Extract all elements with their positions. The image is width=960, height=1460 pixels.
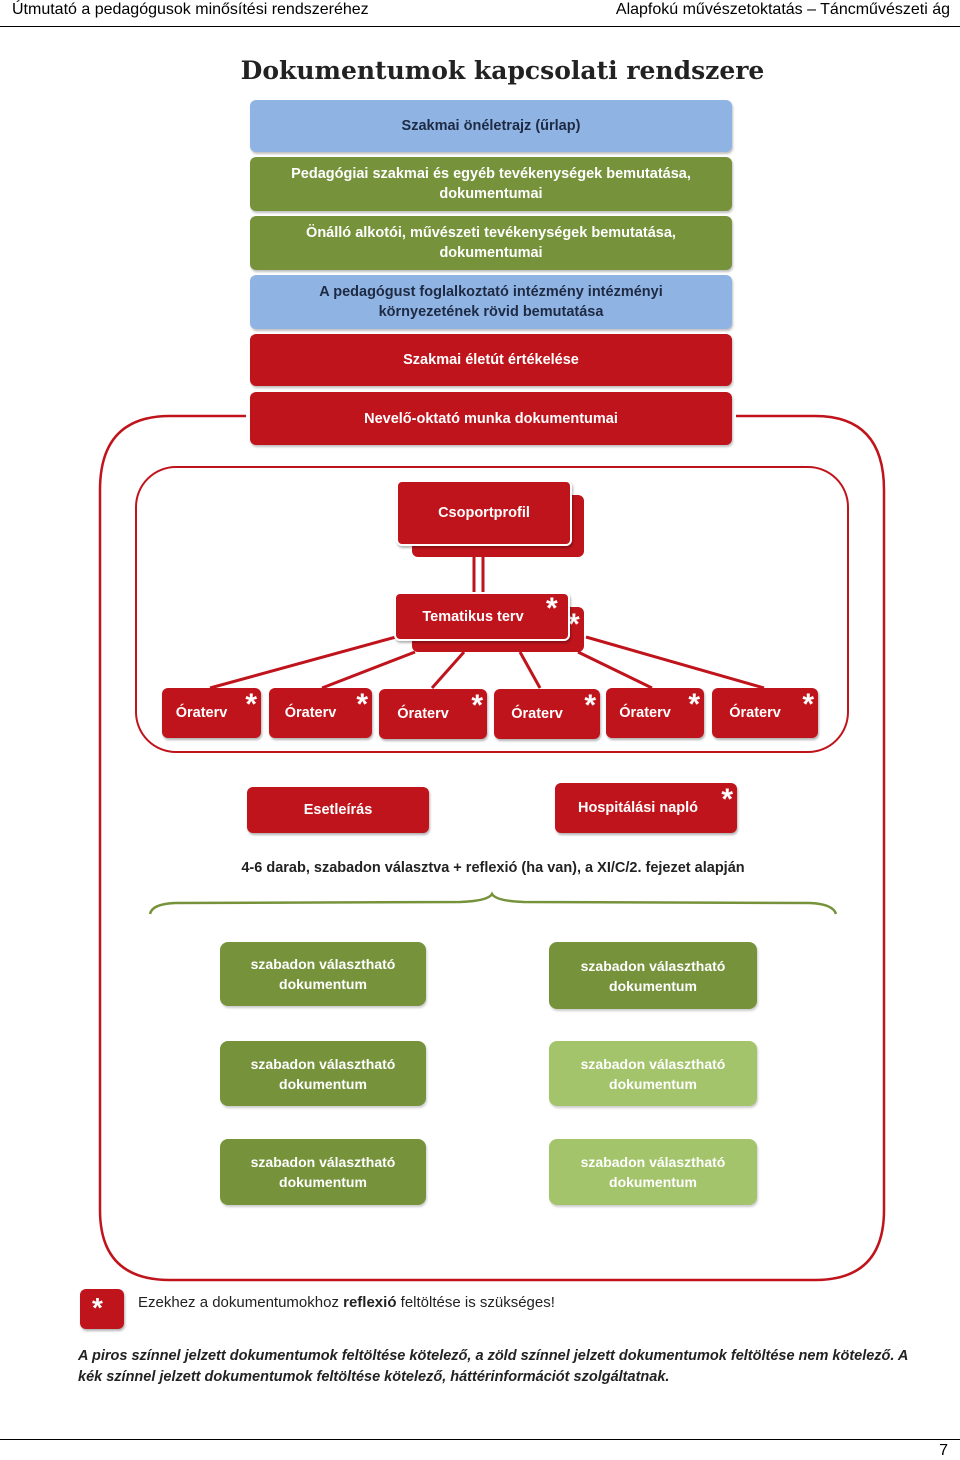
lesson-plan-box: Óraterv * xyxy=(494,689,600,739)
header-left: Útmutató a pedagógusok minősítési rendsz… xyxy=(12,1,369,18)
bar-label-line1: A pedagógust foglalkoztató intézmény int… xyxy=(319,284,663,300)
case-description-label: Esetleírás xyxy=(303,802,373,818)
optional-doc-box: szabadon választható dokumentum xyxy=(220,1041,426,1106)
inner-frame xyxy=(135,466,849,753)
green-brace xyxy=(148,891,838,915)
connector-line xyxy=(585,635,765,690)
connector-line xyxy=(321,650,416,690)
color-note: A piros színnel jelzett dokumentumok fel… xyxy=(78,1346,928,1388)
diagram-title: Dokumentumok kapcsolati rendszere xyxy=(240,56,765,85)
lesson-plan-box: Óraterv * xyxy=(162,688,261,738)
optional-doc-line1: szabadon választható xyxy=(580,957,726,974)
optional-doc-line2: dokumentum xyxy=(609,1174,697,1190)
bar-label-line1: Önálló alkotói, művészeti tevékenységek … xyxy=(306,225,676,241)
optional-doc-box: szabadon választható dokumentum xyxy=(549,1041,757,1106)
reflection-star: * xyxy=(802,688,814,721)
optional-doc-line1: szabadon választható xyxy=(250,1154,396,1170)
reflection-star: * xyxy=(546,592,558,625)
optional-doc-line2: dokumentum xyxy=(279,1075,367,1092)
thematic-plan-label: Tematikus terv xyxy=(422,608,524,625)
optional-doc-line1: szabadon választható xyxy=(250,956,396,972)
legend-star-box: * xyxy=(80,1289,124,1329)
bar-teaching-documents: Nevelő-oktató munka dokumentumai xyxy=(250,392,732,445)
header-right: Alapfokú művészetoktatás – Táncművészeti… xyxy=(615,1,950,18)
outer-frame xyxy=(98,414,886,1282)
lesson-plan-label: Óraterv xyxy=(175,705,228,721)
bar-cv: Szakmai önéletrajz (űrlap) xyxy=(250,100,732,152)
reflection-star: * xyxy=(471,689,483,722)
footer-rule xyxy=(0,1439,960,1440)
bar-label-line2: környezetének rövid bemutatása xyxy=(378,304,604,320)
optional-doc-line2: dokumentum xyxy=(609,977,697,994)
bar-label-line2: dokumentumai xyxy=(439,245,543,261)
observation-log-box: Hospitálási napló * xyxy=(555,783,737,833)
reflection-star: * xyxy=(584,689,596,722)
reflection-star: * xyxy=(721,783,733,816)
bar-label: Nevelő-oktató munka dokumentumai xyxy=(364,410,618,427)
optional-docs-caption: 4-6 darab, szabadon választva + reflexió… xyxy=(241,860,745,876)
lesson-plan-label: Óraterv xyxy=(397,706,449,722)
group-profile-box: Csoportprofil xyxy=(396,480,572,546)
legend-text-bold: reflexió xyxy=(343,1294,397,1311)
optional-doc-box: szabadon választható dokumentum xyxy=(220,1139,426,1205)
case-description-box: Esetleírás xyxy=(247,787,429,833)
reflection-star: * xyxy=(92,1292,103,1323)
lesson-plan-box: Óraterv * xyxy=(269,688,372,738)
optional-doc-line1: szabadon választható xyxy=(580,1154,726,1170)
optional-doc-box: szabadon választható dokumentum xyxy=(549,942,757,1009)
lesson-plan-box: Óraterv * xyxy=(712,688,818,738)
group-profile-label: Csoportprofil xyxy=(438,505,530,521)
lesson-plan-label: Óraterv xyxy=(619,705,671,721)
bar-label-line2: dokumentumai xyxy=(439,186,543,202)
page-header: Útmutató a pedagógusok minősítési rendsz… xyxy=(0,0,960,27)
optional-doc-line2: dokumentum xyxy=(279,1174,367,1190)
lesson-plan-box: Óraterv * xyxy=(606,688,704,738)
connector-line xyxy=(577,650,653,690)
reflection-star: * xyxy=(568,608,580,641)
bar-creative-activities: Önálló alkotói, művészeti tevékenységek … xyxy=(250,216,732,270)
connector-line xyxy=(430,651,466,689)
bar-label: Szakmai életút értékelése xyxy=(403,352,579,368)
legend-text-after: feltöltése is szükséges! xyxy=(396,1294,555,1311)
bar-label-line1: Pedagógiai szakmai és egyéb tevékenysége… xyxy=(291,166,691,182)
reflection-star: * xyxy=(245,688,257,721)
optional-doc-line1: szabadon választható xyxy=(580,1055,726,1072)
bar-cv-label: Szakmai önéletrajz (űrlap) xyxy=(401,118,581,134)
reflection-star: * xyxy=(356,688,368,721)
optional-doc-box: szabadon választható dokumentum xyxy=(220,942,426,1006)
lesson-plan-label: Óraterv xyxy=(284,705,337,721)
page-number: 7 xyxy=(939,1442,948,1459)
optional-doc-box: szabadon választható dokumentum xyxy=(549,1139,757,1205)
bar-career-evaluation: Szakmai életút értékelése xyxy=(250,334,732,386)
optional-doc-line1: szabadon választható xyxy=(250,1055,396,1072)
thematic-plan-box: Tematikus terv xyxy=(394,592,570,641)
observation-log-label: Hospitálási napló xyxy=(577,800,699,816)
lesson-plan-box: Óraterv * xyxy=(379,689,487,739)
optional-doc-line2: dokumentum xyxy=(609,1075,697,1092)
legend-text: Ezekhez a dokumentumokhoz reflexió feltö… xyxy=(138,1294,555,1311)
reflection-star: * xyxy=(688,688,700,721)
connector-line xyxy=(209,635,397,690)
color-note-line2: kék színnel jelzett dokumentumok feltölt… xyxy=(78,1369,670,1385)
legend-text-before: Ezekhez a dokumentumokhoz xyxy=(138,1294,344,1311)
bar-institution-environment: A pedagógust foglalkoztató intézmény int… xyxy=(250,275,732,329)
color-note-line1: A piros színnel jelzett dokumentumok fel… xyxy=(78,1348,909,1364)
lesson-plan-label: Óraterv xyxy=(729,705,781,721)
lesson-plan-label: Óraterv xyxy=(511,706,563,722)
optional-doc-line2: dokumentum xyxy=(279,976,367,992)
bar-pedagogical-activities: Pedagógiai szakmai és egyéb tevékenysége… xyxy=(250,157,732,211)
connector-line xyxy=(518,651,542,689)
